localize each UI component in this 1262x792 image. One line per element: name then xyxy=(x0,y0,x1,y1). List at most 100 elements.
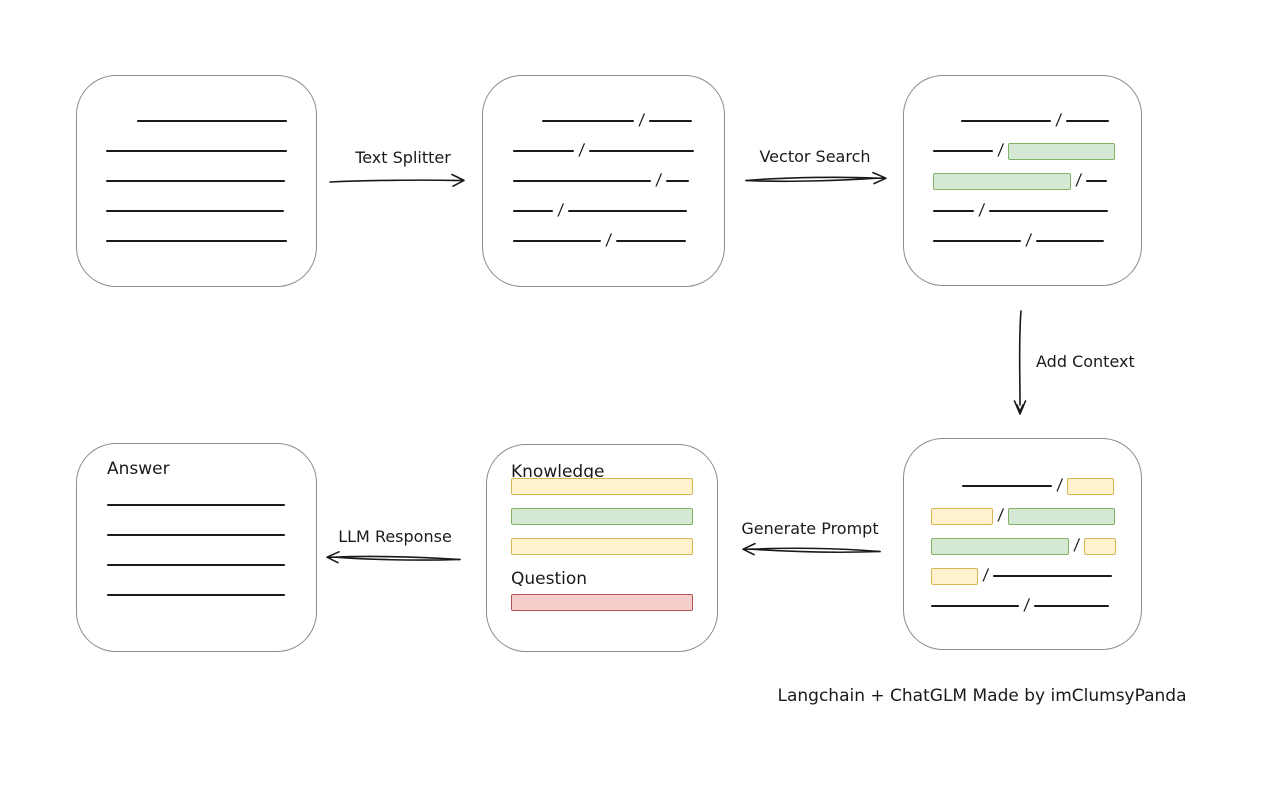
yellow-highlight xyxy=(931,567,978,585)
question-heading: Question xyxy=(511,569,588,589)
text-line xyxy=(107,594,285,596)
text-line xyxy=(106,180,285,182)
text-row: / xyxy=(513,136,724,166)
llm-response-label: LLM Response xyxy=(338,527,452,546)
question-bar xyxy=(487,587,717,617)
generate-prompt-arrow xyxy=(742,542,881,556)
knowledge-heading: Knowledge xyxy=(511,462,605,482)
add-context-label: Add Context xyxy=(1036,352,1135,371)
text-row xyxy=(106,166,316,196)
text-row xyxy=(106,106,316,136)
green-highlight xyxy=(1008,142,1116,160)
split-text-rows: / / / / / xyxy=(483,76,724,256)
text-line xyxy=(616,240,687,242)
text-row xyxy=(107,520,316,550)
text-row: / xyxy=(931,501,1141,531)
slash-separator-icon: / xyxy=(655,170,663,189)
generate-prompt-label: Generate Prompt xyxy=(741,519,879,538)
text-row: / xyxy=(931,561,1141,591)
slash-separator-icon: / xyxy=(1056,475,1064,494)
text-line xyxy=(513,150,574,152)
text-line xyxy=(106,150,287,152)
text-line xyxy=(1086,180,1108,182)
slash-separator-icon: / xyxy=(982,565,990,584)
yellow-highlight xyxy=(931,507,993,525)
text-line xyxy=(961,120,1051,122)
text-row xyxy=(107,490,316,520)
text-row: / xyxy=(513,226,724,256)
slash-separator-icon: / xyxy=(997,140,1005,159)
slash-separator-icon: / xyxy=(557,200,565,219)
text-line xyxy=(1066,120,1110,122)
knowledge-bars xyxy=(487,471,717,561)
answer-heading: Answer xyxy=(107,459,170,479)
text-row xyxy=(106,196,316,226)
text-row: / xyxy=(513,106,724,136)
slash-separator-icon: / xyxy=(638,110,646,129)
llm-response-arrow xyxy=(326,551,461,564)
text-splitter-arrow xyxy=(329,173,465,187)
diagram-caption: Langchain + ChatGLM Made by imClumsyPand… xyxy=(777,686,1187,706)
text-row: / xyxy=(933,196,1141,226)
text-line xyxy=(649,120,693,122)
context-selection-rows: / / / / / xyxy=(904,439,1141,621)
text-row: / xyxy=(931,471,1141,501)
red-highlight xyxy=(511,593,693,611)
text-line xyxy=(568,210,688,212)
green-highlight xyxy=(933,172,1071,190)
split-text-box: / / / / / xyxy=(482,75,725,287)
text-line xyxy=(107,504,285,506)
add-context-arrow xyxy=(1013,310,1027,415)
text-line xyxy=(106,240,287,242)
text-line xyxy=(542,120,634,122)
text-row xyxy=(511,471,717,501)
answer-lines xyxy=(77,470,316,610)
slash-separator-icon: / xyxy=(605,230,613,249)
source-document-box xyxy=(76,75,317,287)
text-line xyxy=(1036,240,1105,242)
text-row xyxy=(106,226,316,256)
text-line xyxy=(106,210,284,212)
vector-matches-box: / / / / / xyxy=(903,75,1142,286)
text-row: / xyxy=(513,196,724,226)
slash-separator-icon: / xyxy=(1073,535,1081,554)
text-line xyxy=(137,120,287,122)
text-line xyxy=(933,150,993,152)
yellow-highlight xyxy=(511,477,693,495)
text-row xyxy=(106,136,316,166)
text-line xyxy=(993,575,1113,577)
slash-separator-icon: / xyxy=(1055,110,1063,129)
text-row: / xyxy=(933,136,1141,166)
text-row: / xyxy=(931,591,1141,621)
vector-matches-rows: / / / / / xyxy=(904,76,1141,256)
text-row xyxy=(511,587,717,617)
slash-separator-icon: / xyxy=(1075,170,1083,189)
slash-separator-icon: / xyxy=(997,505,1005,524)
text-line xyxy=(933,210,974,212)
green-highlight xyxy=(1008,507,1116,525)
vector-search-label: Vector Search xyxy=(759,147,871,166)
green-highlight xyxy=(931,537,1069,555)
text-row: / xyxy=(933,106,1141,136)
text-row: / xyxy=(513,166,724,196)
text-line xyxy=(513,210,553,212)
slash-separator-icon: / xyxy=(1025,230,1033,249)
slash-separator-icon: / xyxy=(978,200,986,219)
text-line xyxy=(107,564,285,566)
yellow-highlight xyxy=(1084,537,1117,555)
green-highlight xyxy=(511,507,693,525)
text-line xyxy=(589,150,695,152)
slash-separator-icon: / xyxy=(578,140,586,159)
text-splitter-label: Text Splitter xyxy=(355,148,451,167)
text-line xyxy=(962,485,1052,487)
answer-box: Answer xyxy=(76,443,317,652)
text-row: / xyxy=(933,166,1141,196)
text-row xyxy=(511,501,717,531)
text-line xyxy=(931,605,1019,607)
text-line xyxy=(107,534,285,536)
text-row xyxy=(511,531,717,561)
text-row xyxy=(107,580,316,610)
text-line xyxy=(989,210,1109,212)
text-line xyxy=(513,180,651,182)
